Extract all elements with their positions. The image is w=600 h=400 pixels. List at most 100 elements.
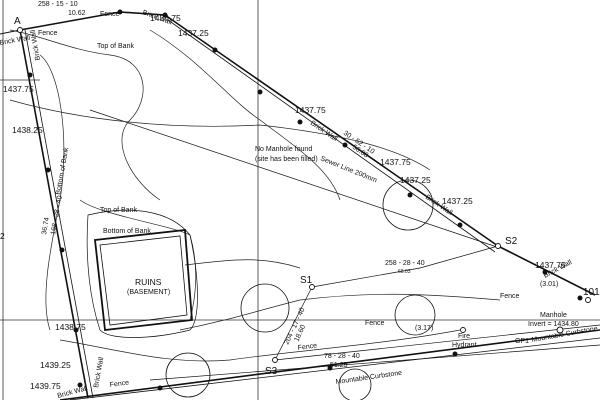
invert-label: Invert = 1434.80 bbox=[528, 321, 579, 328]
contour-6 bbox=[59, 329, 461, 362]
sewer-line-1 bbox=[89, 109, 501, 249]
manhole-marker bbox=[556, 326, 564, 334]
manhole-note-2: (site has been filled) bbox=[255, 156, 318, 163]
contour-2 bbox=[149, 29, 341, 201]
ruins-label: RUINS bbox=[135, 277, 162, 287]
post bbox=[27, 72, 33, 78]
point-s2-label: S2 bbox=[505, 236, 518, 247]
contour-label-1437-75-mid: 1437.75 bbox=[295, 105, 326, 115]
point-s3-label: S3 bbox=[265, 366, 278, 377]
point-101-marker bbox=[585, 297, 591, 303]
post bbox=[117, 9, 123, 15]
top-of-bank-label-2: Top of Bank bbox=[100, 207, 137, 214]
contour-label-1439-75-left: 1439.75 bbox=[30, 381, 61, 391]
ruins-basement bbox=[86, 209, 198, 338]
contour-lines bbox=[9, 29, 501, 362]
post bbox=[157, 385, 163, 391]
wall-top-left: Brick Wall bbox=[0, 35, 31, 47]
fence-bottom-label: Fence bbox=[109, 379, 129, 389]
post bbox=[212, 47, 218, 53]
fence-top-left: Fence bbox=[38, 30, 58, 37]
contour-5 bbox=[179, 293, 501, 331]
contour-label-1437-25-top: 1437.25 bbox=[178, 28, 209, 38]
sewer-lines bbox=[89, 109, 600, 381]
post bbox=[162, 12, 168, 18]
bottom-of-bank-label-1: Bottom of Bank bbox=[55, 147, 70, 196]
post bbox=[77, 382, 83, 388]
top-of-bank-label-1: Top of Bank bbox=[97, 43, 134, 50]
boundary-bottom bbox=[59, 329, 600, 400]
post bbox=[407, 192, 413, 198]
post bbox=[452, 351, 458, 357]
point-s1-label: S1 bbox=[300, 275, 313, 286]
boundary-left bbox=[19, 29, 89, 399]
point-a-label: A bbox=[14, 16, 21, 27]
dist-top: 10.62 bbox=[68, 10, 86, 17]
contour-label-1437-25-right: 1437.25 bbox=[400, 175, 431, 185]
post bbox=[59, 247, 65, 253]
post bbox=[577, 295, 583, 301]
fence-lower-label: Fence bbox=[297, 342, 317, 352]
fence-top-line bbox=[0, 29, 21, 35]
bearing-s1-s2-label: 258 - 28 - 40 bbox=[385, 260, 425, 267]
contour-label-1436-75: 1436.75 bbox=[150, 13, 181, 23]
wall-posts bbox=[27, 9, 583, 391]
dist-lower-label: (3.17) bbox=[415, 325, 433, 332]
bottom-of-bank-label-2: Bottom of Bank bbox=[103, 228, 151, 235]
fence-top: Fence bbox=[100, 11, 120, 18]
post bbox=[542, 269, 548, 275]
tree-3 bbox=[394, 294, 436, 336]
sewer-line-label: Sewer Line 200mm bbox=[319, 155, 378, 184]
boundary-diagonal-inner bbox=[167, 19, 496, 253]
s1-s2-line bbox=[311, 245, 499, 288]
dist-left-label: 36.74 bbox=[41, 217, 51, 236]
post bbox=[457, 222, 463, 228]
tree-4 bbox=[165, 352, 211, 398]
manhole-label: Manhole bbox=[540, 312, 567, 319]
fire-label: Fire bbox=[458, 333, 470, 340]
post bbox=[297, 119, 303, 125]
post bbox=[45, 167, 51, 173]
point-s1-marker bbox=[309, 284, 315, 290]
gp1-label: GP1 bbox=[515, 338, 529, 345]
post bbox=[73, 327, 79, 333]
contour-label-1438-25-left: 1438.25 bbox=[12, 125, 43, 135]
contour-label-1437-75-far: 1437.75 bbox=[535, 260, 566, 270]
lower-parallel-1 bbox=[149, 344, 600, 381]
boundary-diagonal bbox=[164, 14, 499, 247]
fence-lower-label-2: Fence bbox=[365, 320, 385, 327]
dist-right-label: (3.01) bbox=[540, 281, 558, 288]
point-101-label: 101 bbox=[583, 287, 600, 298]
ruins-outer bbox=[94, 229, 193, 331]
post bbox=[327, 365, 333, 371]
tree-5 bbox=[338, 368, 372, 400]
boundary-left-inner bbox=[24, 29, 94, 399]
manhole-note-1: No Manhole found bbox=[255, 146, 312, 153]
contour-label-1437-75-left: 1437.75 bbox=[3, 84, 34, 94]
point-s3-marker bbox=[272, 357, 278, 363]
fence-right-label: Fence bbox=[500, 293, 520, 300]
contour-1 bbox=[39, 54, 65, 331]
hydrant-marker bbox=[460, 327, 466, 333]
dist-s1-s2-label: 68.03 bbox=[398, 269, 411, 275]
contour-label-1438-75-left: 1438.75 bbox=[55, 322, 86, 332]
tree-1 bbox=[382, 179, 434, 231]
mountable-curbstone-label-1: Mountable Curbstone bbox=[531, 325, 598, 344]
basement-label: (BASEMENT) bbox=[127, 289, 170, 296]
left-edge-label: 2 bbox=[0, 231, 5, 241]
contour-label-1437-75-right: 1437.75 bbox=[380, 157, 411, 167]
contour-4 bbox=[184, 259, 301, 269]
post bbox=[342, 142, 348, 148]
s3-line bbox=[274, 324, 600, 361]
post bbox=[257, 89, 263, 95]
ruins-inner bbox=[99, 235, 188, 326]
contour-top-of-bank bbox=[9, 29, 161, 201]
bank-outline bbox=[86, 209, 198, 338]
bearing-bottom-label: 78 - 28 - 40 bbox=[324, 353, 360, 360]
contour-label-1437-25-right2: 1437.25 bbox=[442, 196, 473, 206]
point-a-marker bbox=[17, 27, 23, 33]
